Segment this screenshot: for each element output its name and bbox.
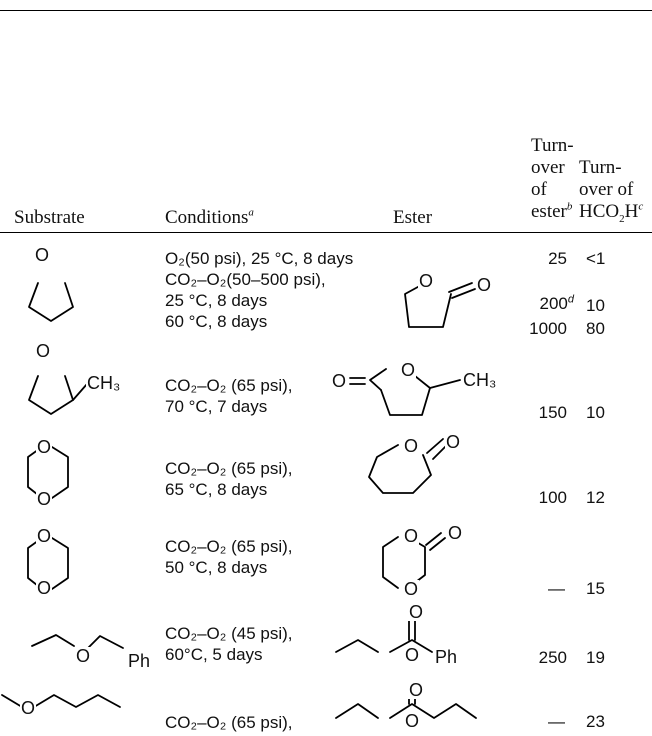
turnover-formic-value: 23 bbox=[586, 712, 605, 731]
conditions-line: CO₂–O₂ (65 psi), bbox=[165, 376, 293, 395]
oxygen-label: O bbox=[34, 245, 51, 265]
header-turnover-ester: Turn- over of esterb bbox=[531, 135, 574, 222]
ester-ethylbenzoate-structure bbox=[335, 619, 433, 653]
oxygen-label: O bbox=[418, 271, 435, 291]
turnover-formic-value: 80 bbox=[586, 319, 605, 338]
turnover-ester-value: 25 bbox=[548, 249, 567, 268]
oxygen-label: O bbox=[403, 579, 420, 599]
ester-ethylbutyrate-structure bbox=[335, 689, 477, 719]
oxygen-label: O bbox=[400, 360, 417, 380]
phenyl-label: Ph bbox=[434, 647, 459, 667]
ester-valerolactone-structure bbox=[349, 368, 461, 416]
turnover-ester-value: 200d bbox=[539, 293, 575, 313]
turnover-ester-value: 250 bbox=[538, 648, 567, 667]
conditions-line: 50 °C, 8 days bbox=[165, 558, 268, 577]
oxygen-label: O bbox=[36, 578, 53, 598]
oxygen-label: O bbox=[36, 526, 53, 546]
turnover-ester-value: 1000 bbox=[529, 319, 567, 338]
conditions-line: CO₂–O₂ (45 psi), bbox=[165, 624, 293, 643]
methyl-label: CH₃ bbox=[86, 373, 122, 393]
oxygen-label: O bbox=[331, 371, 348, 391]
ester-butyrolactone-structure bbox=[404, 281, 476, 328]
conditions-line: 60°C, 5 days bbox=[165, 645, 263, 664]
turnover-ester-value: 100 bbox=[538, 488, 567, 507]
oxygen-label: O bbox=[36, 437, 53, 457]
header-substrate: Substrate bbox=[14, 207, 85, 228]
conditions-line: CO₂–O₂ (65 psi), bbox=[165, 713, 293, 732]
substrate-dioxane-structure bbox=[27, 446, 69, 499]
oxygen-label: O bbox=[75, 646, 92, 666]
methyl-label: CH₃ bbox=[462, 370, 498, 390]
substrate-dioxane-structure bbox=[27, 537, 69, 590]
oxygen-label: O bbox=[20, 698, 37, 718]
substrate-thf-structure bbox=[28, 282, 74, 322]
oxygen-label: O bbox=[404, 645, 421, 665]
substrate-butylether-structure bbox=[1, 694, 121, 708]
substrate-methylthf-structure bbox=[28, 375, 88, 415]
turnover-formic-value: <1 bbox=[586, 249, 606, 268]
oxygen-label: O bbox=[476, 275, 493, 295]
turnover-formic-value: 10 bbox=[586, 403, 605, 422]
conditions-line: 25 °C, 8 days bbox=[165, 291, 268, 310]
conditions-line: O₂(50 psi), 25 °C, 8 days bbox=[165, 249, 354, 268]
ester-valerolactone-structure bbox=[368, 438, 448, 494]
header-ester: Ester bbox=[393, 207, 433, 228]
oxygen-label: O bbox=[403, 526, 420, 546]
phenyl-label: Ph bbox=[127, 651, 152, 671]
turnover-formic-value: 12 bbox=[586, 488, 605, 507]
oxygen-label: O bbox=[35, 341, 52, 361]
oxygen-label: O bbox=[403, 436, 420, 456]
oxygen-label: O bbox=[447, 523, 464, 543]
turnover-ester-value: — bbox=[548, 579, 565, 598]
conditions-line: CO₂–O₂(50–500 psi), bbox=[165, 270, 326, 289]
conditions-line: 60 °C, 8 days bbox=[165, 312, 268, 331]
turnover-formic-value: 10 bbox=[586, 296, 605, 315]
oxygen-label: O bbox=[36, 489, 53, 509]
oxygen-label: O bbox=[408, 680, 425, 700]
turnover-ester-value: — bbox=[548, 712, 565, 731]
oxygen-label: O bbox=[408, 602, 425, 622]
conditions-line: 70 °C, 7 days bbox=[165, 397, 268, 416]
substrate-benzylether-structure bbox=[31, 634, 124, 651]
conditions-line: 65 °C, 8 days bbox=[165, 480, 268, 499]
conditions-line: CO₂–O₂ (65 psi), bbox=[165, 537, 293, 556]
header-conditions: Conditionsa bbox=[165, 206, 254, 228]
header-rule bbox=[0, 232, 652, 233]
turnover-ester-value: 150 bbox=[538, 403, 567, 422]
oxygen-label: O bbox=[445, 432, 462, 452]
table-top-rule bbox=[0, 10, 652, 11]
oxygen-label: O bbox=[404, 711, 421, 731]
conditions-line: CO₂–O₂ (65 psi), bbox=[165, 459, 293, 478]
turnover-formic-value: 15 bbox=[586, 579, 605, 598]
header-turnover-formic: Turn- over of HCO2Hc bbox=[579, 157, 644, 225]
turnover-formic-value: 19 bbox=[586, 648, 605, 667]
